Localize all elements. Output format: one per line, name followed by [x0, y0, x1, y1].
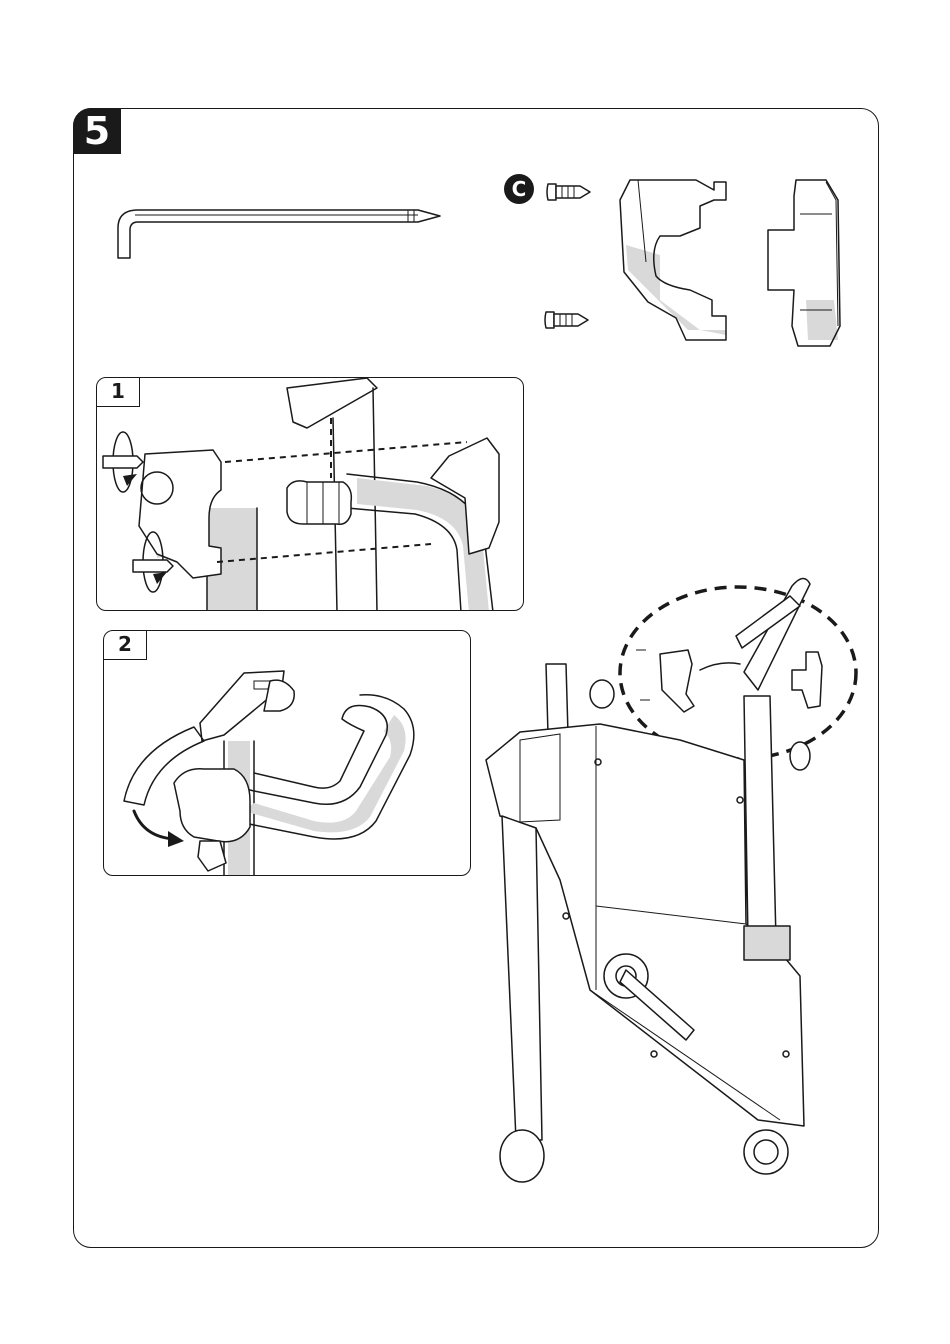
panel-1-illustration	[97, 378, 524, 611]
handlebar-bracket-rear	[768, 180, 840, 346]
sub-step-panel-2: 2	[103, 630, 471, 876]
allen-key-tool	[118, 210, 440, 258]
screw-upper	[103, 432, 143, 492]
panel-2-illustration	[104, 631, 471, 876]
screw-part-label: C	[504, 174, 534, 204]
sub-step-panel-1: 1	[96, 377, 524, 611]
screw-top	[547, 184, 590, 200]
handlebar-bracket-front	[620, 180, 726, 340]
sub-step-number-2: 2	[103, 630, 147, 660]
parts-illustration	[0, 0, 950, 370]
sub-step-number-1: 1	[96, 377, 140, 407]
screw-bottom	[545, 312, 588, 328]
